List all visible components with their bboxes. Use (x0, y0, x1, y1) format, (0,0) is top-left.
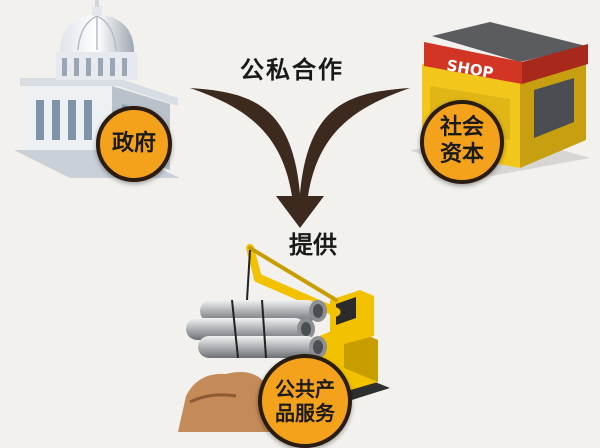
government-badge: 政府 (96, 106, 172, 182)
ppp-title: 公私合作 (240, 56, 344, 84)
ground-hand-shape (178, 372, 282, 432)
merge-arrow (190, 88, 410, 196)
government-label: 政府 (111, 130, 156, 156)
public-service-badge: 公共产品服务 (258, 354, 352, 448)
social-capital-label: 社会资本 (439, 115, 484, 167)
provide-label: 提供 (289, 231, 337, 259)
social-capital-badge: 社会资本 (420, 100, 504, 184)
public-service-label: 公共产品服务 (275, 376, 335, 425)
arrow-head-icon (276, 196, 324, 228)
